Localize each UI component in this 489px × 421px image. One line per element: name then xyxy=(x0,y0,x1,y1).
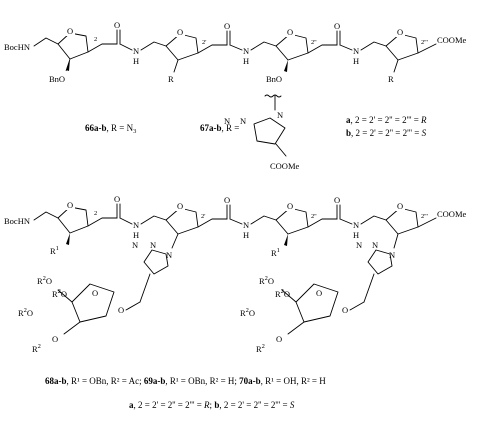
triazole-right-n3: N xyxy=(356,240,362,250)
triazole-n1: N xyxy=(277,110,283,120)
glyco-o-left: O xyxy=(118,305,124,315)
bno-label-1: BnO xyxy=(49,74,65,84)
methyl-ester-top: COOMe xyxy=(437,35,467,45)
triazole-n-b2: N xyxy=(389,250,395,260)
amide-h-b3: H xyxy=(353,230,359,240)
ring-oxygen-2: O xyxy=(177,27,183,37)
locant-2: 2 xyxy=(94,36,97,43)
r1-label-2: R1 xyxy=(271,247,280,258)
o-2-right: O xyxy=(276,334,282,344)
r2-4-right: R2O xyxy=(275,288,290,299)
r2-6-right: R2O xyxy=(259,275,274,286)
amide-n-b3: N xyxy=(353,220,359,230)
triazole-sugar-left: N N O O R2O R2O R2O O R2 xyxy=(18,240,169,354)
ring-oxygen-3: O xyxy=(287,27,293,37)
r2-6-left: R2O xyxy=(37,275,52,286)
o-2-left: O xyxy=(52,334,58,344)
ring-oxygen-b3: O xyxy=(287,201,293,211)
top-structure: BocHN O 2 BnO O N H O 2' R O N H xyxy=(4,20,467,171)
bottom-structure: BocHN O 2 R1 O N H O 2' N O N H xyxy=(4,194,467,410)
carbonyl-o-1: O xyxy=(114,20,120,30)
r2-2-right: R2 xyxy=(256,343,265,354)
bochn-label-bottom: BocHN xyxy=(4,216,30,226)
carbonyl-o-b2: O xyxy=(224,195,230,205)
triazole-substituent: N N N COOMe xyxy=(224,94,300,171)
locant-2-triple-prime: 2''' xyxy=(421,39,428,46)
locant-b-2-triple-prime: 2''' xyxy=(421,213,428,220)
ring-oxygen-4: O xyxy=(397,27,403,37)
ring-oxygen-1: O xyxy=(67,26,73,36)
ring-oxygen-b2: O xyxy=(177,201,183,211)
r2-2-left: R2 xyxy=(32,343,41,354)
carbonyl-o-2: O xyxy=(224,21,230,31)
amide-n-1: N xyxy=(133,46,139,56)
r-label-2: R xyxy=(388,74,394,84)
bno-label-2: BnO xyxy=(266,74,282,84)
amide-h-b1: H xyxy=(133,230,139,240)
amide-h-1: H xyxy=(133,56,139,66)
locant-b-2-double-prime: 2'' xyxy=(311,213,317,220)
triazole-sugar-right: N N O O R2O R2O R2O O R2 xyxy=(240,240,393,354)
carbonyl-o-b1: O xyxy=(114,194,120,204)
r-label-1: R xyxy=(168,74,174,84)
triazole-n-eq: N xyxy=(240,116,246,126)
methyl-ester-bottom: COOMe xyxy=(437,209,467,219)
locant-b-2-prime: 2' xyxy=(201,213,205,220)
triazole-right-n2: N xyxy=(372,240,378,250)
amide-n-b2: N xyxy=(243,220,249,230)
locant-b-2: 2 xyxy=(94,210,97,217)
amide-n-2: N xyxy=(243,46,249,56)
triazole-ester: COOMe xyxy=(270,161,300,171)
triazole-n-b1: N xyxy=(166,250,172,260)
ring-oxygen-b1: O xyxy=(67,200,73,210)
locant-2-double-prime: 2'' xyxy=(311,39,317,46)
r2-3-left: R2O xyxy=(18,307,33,318)
amide-n-b1: N xyxy=(133,220,139,230)
amide-h-b2: H xyxy=(243,230,249,240)
amide-h-3: H xyxy=(353,56,359,66)
caption-config-bottom: a, 2 = 2' = 2'' = 2''' = R; b, 2 = 2' = … xyxy=(129,400,295,410)
r2-4-left: R2O xyxy=(52,288,67,299)
ring-oxygen-b4: O xyxy=(397,201,403,211)
r2-3-right: R2O xyxy=(240,307,255,318)
caption-66: 66a-b, R = N3 xyxy=(85,123,136,135)
carbonyl-o-3: O xyxy=(334,21,340,31)
glyco-o-right: O xyxy=(342,305,348,315)
caption-config-b-top: b, 2 = 2' = 2'' = 2''' = S xyxy=(346,128,427,138)
triazole-left-n3: N xyxy=(132,240,138,250)
triazole-n-eq2: N xyxy=(224,116,230,126)
triazole-left-n2: N xyxy=(150,240,156,250)
amide-h-2: H xyxy=(243,56,249,66)
sugar-ring-o-left: O xyxy=(92,288,98,298)
carbonyl-o-b3: O xyxy=(334,195,340,205)
caption-67: 67a-b, R = xyxy=(200,123,239,133)
bochn-label-top: BocHN xyxy=(4,42,30,52)
caption-config-a-top: a, 2 = 2' = 2'' = 2''' = R xyxy=(346,115,427,125)
sugar-ring-o-right: O xyxy=(316,288,322,298)
caption-68-70: 68a-b, R¹ = OBn, R² = Ac; 69a-b, R¹ = OB… xyxy=(45,376,326,386)
amide-n-3: N xyxy=(353,46,359,56)
r1-label-1: R1 xyxy=(50,245,59,256)
locant-2-prime: 2' xyxy=(202,39,206,46)
